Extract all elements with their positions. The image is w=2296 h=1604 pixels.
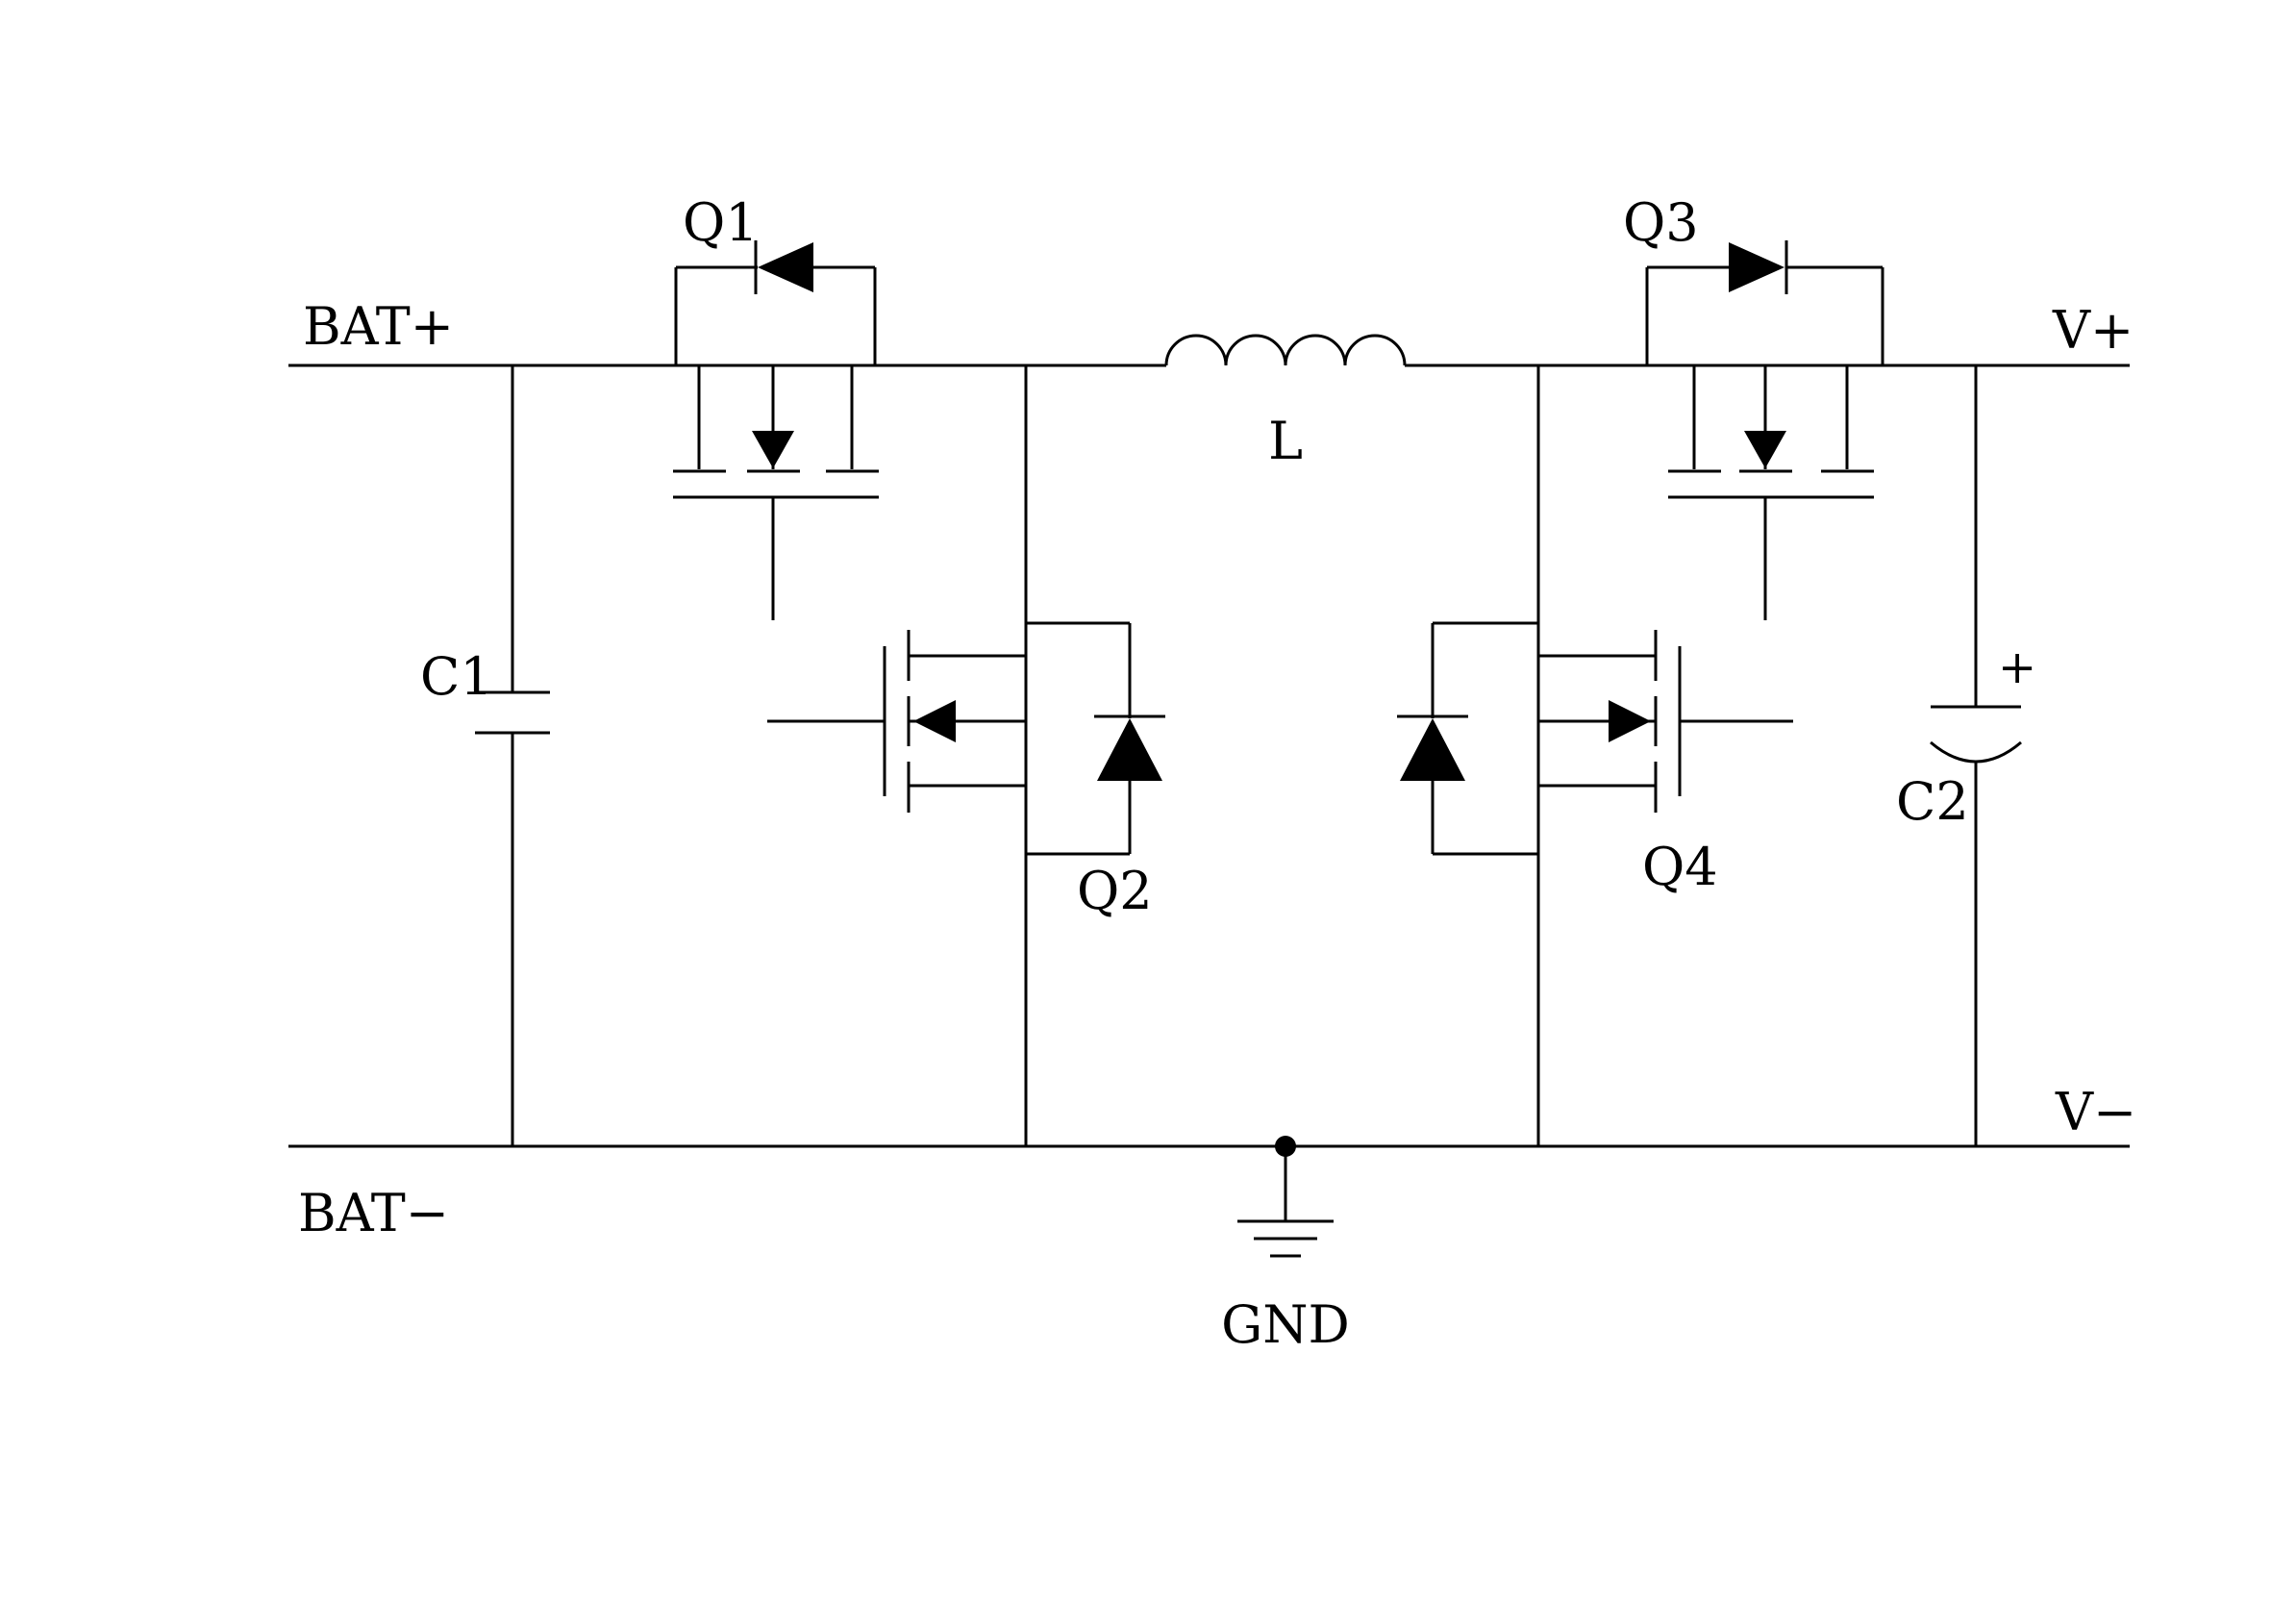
capacitor-c1 xyxy=(475,365,550,1146)
label-bat-minus: BAT− xyxy=(298,1183,449,1243)
label-c2-plus: + xyxy=(1998,640,2036,694)
mosfet-q4 xyxy=(1538,630,1793,813)
label-q2: Q2 xyxy=(1077,861,1153,921)
mosfet-q2 xyxy=(767,630,1026,813)
label-q3: Q3 xyxy=(1623,192,1699,253)
q2-body-arrow xyxy=(913,700,956,742)
label-v-minus: V− xyxy=(2055,1082,2136,1142)
diode-q3 xyxy=(1645,240,1884,365)
mosfet-q1 xyxy=(673,365,879,620)
ground-symbol xyxy=(1237,1136,1334,1258)
label-c2: C2 xyxy=(1896,771,1969,832)
label-v-plus: V+ xyxy=(2052,300,2134,361)
capacitor-c2 xyxy=(1930,365,2022,1146)
inductor-l xyxy=(1164,334,1407,366)
q2-diode-triangle xyxy=(1097,718,1162,781)
q4-diode-triangle xyxy=(1400,718,1465,781)
q3-body-arrow xyxy=(1744,431,1786,468)
label-c1: C1 xyxy=(420,646,493,707)
q1-diode-triangle xyxy=(758,242,813,292)
body-diode-q4 xyxy=(1397,621,1538,856)
q3-diode-triangle xyxy=(1729,242,1784,292)
c2-plate-curved xyxy=(1930,740,2022,764)
label-l: L xyxy=(1268,411,1303,471)
q1-body-arrow xyxy=(752,431,794,468)
mosfet-q3 xyxy=(1668,365,1874,620)
label-q4: Q4 xyxy=(1642,837,1718,897)
label-gnd: GND xyxy=(1221,1294,1350,1355)
diode-q1 xyxy=(674,240,877,365)
q4-body-arrow xyxy=(1609,700,1651,742)
body-diode-q2 xyxy=(1026,621,1165,856)
label-q1: Q1 xyxy=(683,192,759,253)
label-bat-plus: BAT+ xyxy=(303,296,454,357)
